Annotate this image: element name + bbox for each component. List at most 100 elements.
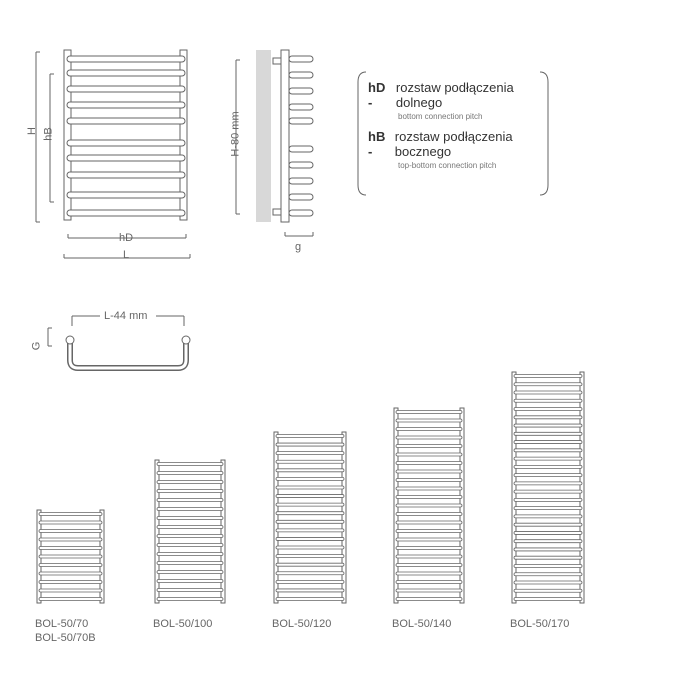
model-towel-bar <box>275 511 345 516</box>
model-column <box>579 371 585 604</box>
legend-bracket-left <box>357 71 367 196</box>
top-profile-inner <box>68 338 188 370</box>
legend: hD -rozstaw podłączenia dolnego bottom c… <box>368 80 548 170</box>
dim-H-label: H <box>25 127 38 135</box>
legend-item-hB: hB -rozstaw podłączenia bocznego top-bot… <box>368 129 548 170</box>
side-bar <box>288 209 314 217</box>
towel-bar <box>66 191 186 199</box>
model-towel-bar <box>513 481 583 486</box>
model-towel-bar <box>275 468 345 473</box>
model-towel-bar <box>156 480 224 484</box>
model-towel-bar <box>513 440 583 444</box>
model-towel-bar <box>513 431 583 436</box>
model-towel-bar <box>275 562 345 567</box>
model-label: BOL-50/70B <box>35 632 96 644</box>
model-towel-bar <box>275 571 345 576</box>
dim-hD-label: hD <box>119 232 134 244</box>
model-towel-bar <box>156 543 224 547</box>
side-bar <box>288 117 314 125</box>
model-towel-bar <box>38 588 103 593</box>
model-towel-bar <box>38 512 103 516</box>
model-towel-bar <box>513 588 583 593</box>
model-towel-bar <box>395 427 463 431</box>
towel-bar <box>66 55 186 63</box>
legend-pl: rozstaw podłączenia dolnego <box>395 80 514 110</box>
wall-bracket <box>272 57 282 65</box>
model-towel-bar <box>513 539 583 544</box>
model-towel-bar <box>156 498 224 502</box>
model-towel-bar <box>513 506 583 511</box>
model-towel-bar <box>275 434 345 438</box>
model-towel-bar <box>395 418 463 423</box>
model-towel-bar <box>275 485 345 490</box>
model-towel-bar <box>275 537 345 541</box>
model-towel-bar <box>156 597 224 601</box>
model-towel-bar <box>513 572 583 577</box>
model-column <box>273 431 279 604</box>
model-towel-bar <box>395 580 463 584</box>
model-towel-bar <box>513 597 583 601</box>
model-towel-bar <box>156 516 224 520</box>
dim-g-label: g <box>295 241 302 253</box>
model-towel-bar <box>513 456 583 461</box>
model-label: BOL-50/120 <box>272 618 332 630</box>
model-towel-bar <box>513 390 583 395</box>
model-column <box>154 459 160 604</box>
model-towel-bar <box>513 464 583 469</box>
side-column <box>280 49 290 223</box>
model-towel-bar <box>395 554 463 559</box>
model-towel-bar <box>156 489 224 493</box>
towel-bar <box>66 101 186 109</box>
model-towel-bar <box>513 398 583 403</box>
side-bar <box>288 193 314 201</box>
side-bar <box>288 55 314 63</box>
model-label: BOL-50/100 <box>153 618 213 630</box>
model-towel-bar <box>513 497 583 502</box>
model-towel-bar <box>275 459 345 464</box>
model-towel-bar <box>38 597 103 601</box>
model-towel-bar <box>156 561 224 565</box>
model-column <box>511 371 517 604</box>
dim-hB-label: hB <box>42 127 55 141</box>
model-towel-bar <box>513 374 583 378</box>
model-towel-bar <box>156 570 224 574</box>
model-towel-bar <box>513 547 583 552</box>
legend-en: top-bottom connection pitch <box>398 161 497 170</box>
model-towel-bar <box>395 452 463 457</box>
model-towel-bar <box>395 563 463 567</box>
model-towel-bar <box>275 597 345 601</box>
model-towel-bar <box>275 442 345 447</box>
model-towel-bar <box>38 537 103 542</box>
top-profile <box>67 338 189 371</box>
model-towel-bar <box>513 531 583 535</box>
model-column <box>341 431 347 604</box>
right-column <box>179 49 188 221</box>
model-towel-bar <box>156 525 224 529</box>
model-towel-bar <box>275 451 345 456</box>
model-towel-bar <box>275 519 345 524</box>
dim-L44-label: L-44 mm <box>104 310 148 322</box>
legend-key: hD - <box>368 80 386 110</box>
model-towel-bar <box>395 495 463 499</box>
model-towel-bar <box>395 435 463 440</box>
model-towel-bar <box>275 494 345 498</box>
towel-bar <box>66 69 186 77</box>
dim-H80-label: H-80 mm <box>229 111 242 157</box>
side-bar <box>288 161 314 169</box>
model-towel-bar <box>395 469 463 474</box>
model-towel-bar <box>513 448 583 453</box>
model-towel-bar <box>275 579 345 584</box>
connector <box>65 335 75 345</box>
model-towel-bar <box>275 476 345 481</box>
wall-bracket <box>272 208 282 216</box>
dim-G-label: G <box>30 341 43 351</box>
model-towel-bar <box>275 528 345 533</box>
model-towel-bar <box>395 571 463 576</box>
model-towel-bar <box>156 534 224 538</box>
model-towel-bar <box>38 520 103 525</box>
model-towel-bar <box>156 552 224 556</box>
model-towel-bar <box>513 473 583 478</box>
model-towel-bar <box>513 514 583 519</box>
side-bar <box>288 103 314 111</box>
